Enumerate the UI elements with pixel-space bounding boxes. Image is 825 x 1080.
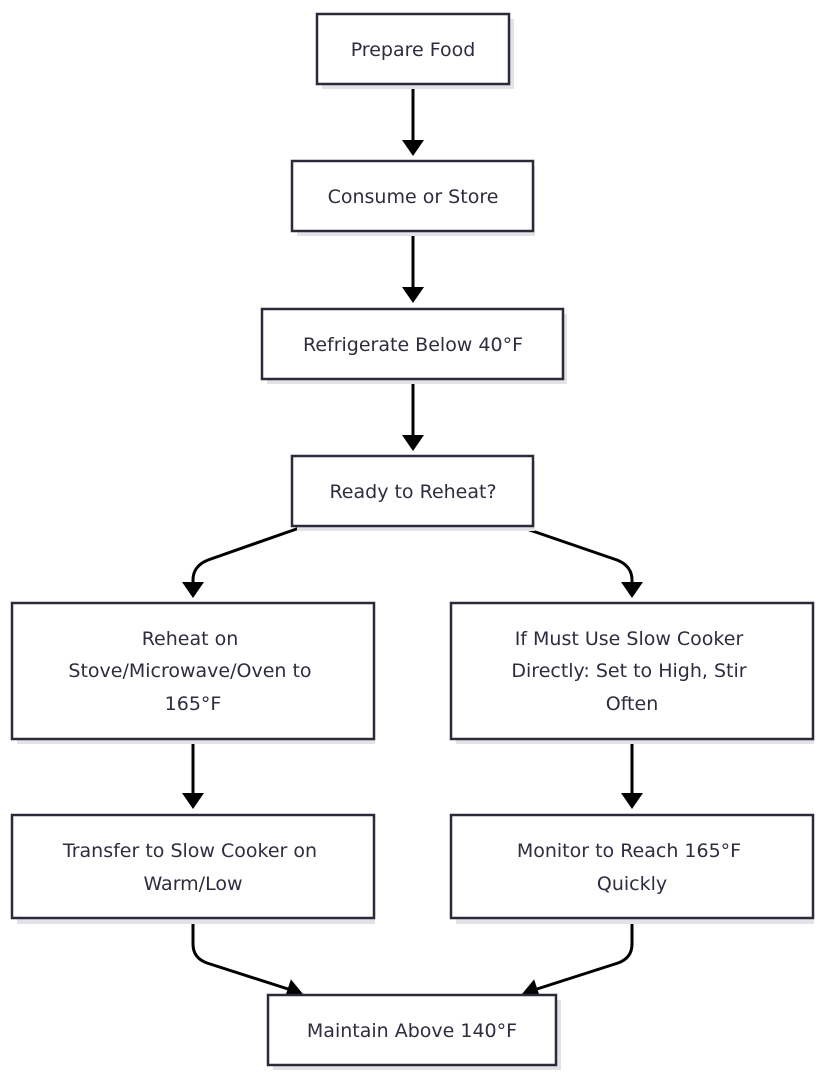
edge-slow-cooker-direct-to-monitor — [621, 737, 643, 809]
node-consume-or-store-text: Consume or Store — [328, 186, 499, 208]
node-prepare-food: Prepare Food — [315, 12, 514, 89]
node-transfer-slow-cooker: Transfer to Slow Cooker on Warm/Low — [10, 813, 376, 924]
node-maintain-text: Maintain Above 140°F — [307, 1020, 517, 1042]
node-slow-cooker-direct-text: If Must Use Slow Cooker Directly: Set to… — [511, 628, 752, 715]
node-ready-to-reheat: Ready to Reheat? — [290, 454, 535, 531]
node-refrigerate: Refrigerate Below 40°F — [260, 307, 567, 384]
edge-reheat-stove-to-transfer — [182, 737, 204, 809]
edge-prepare-to-consume — [402, 82, 424, 156]
node-prepare-food-text: Prepare Food — [351, 39, 476, 61]
node-consume-or-store: Consume or Store — [290, 159, 535, 236]
edge-ready-to-slow-cooker-direct — [516, 524, 643, 598]
node-monitor: Monitor to Reach 165°F Quickly — [449, 813, 815, 924]
node-slow-cooker-direct: If Must Use Slow Cooker Directly: Set to… — [449, 601, 815, 744]
node-ready-to-reheat-text: Ready to Reheat? — [329, 481, 496, 503]
edge-consume-to-refrigerate — [402, 229, 424, 303]
node-transfer-slow-cooker-text: Transfer to Slow Cooker on Warm/Low — [62, 840, 323, 895]
node-reheat-stove: Reheat on Stove/Microwave/Oven to 165°F — [10, 601, 376, 744]
node-maintain: Maintain Above 140°F — [266, 993, 561, 1070]
node-reheat-stove-text: Reheat on Stove/Microwave/Oven to 165°F — [68, 628, 317, 715]
edge-ready-to-reheat-stove — [182, 524, 307, 598]
edge-transfer-to-maintain — [191, 916, 303, 999]
edge-monitor-to-maintain — [522, 916, 634, 999]
node-refrigerate-text: Refrigerate Below 40°F — [303, 334, 523, 356]
node-monitor-text: Monitor to Reach 165°F Quickly — [517, 840, 747, 895]
edge-refrigerate-to-ready — [402, 377, 424, 451]
